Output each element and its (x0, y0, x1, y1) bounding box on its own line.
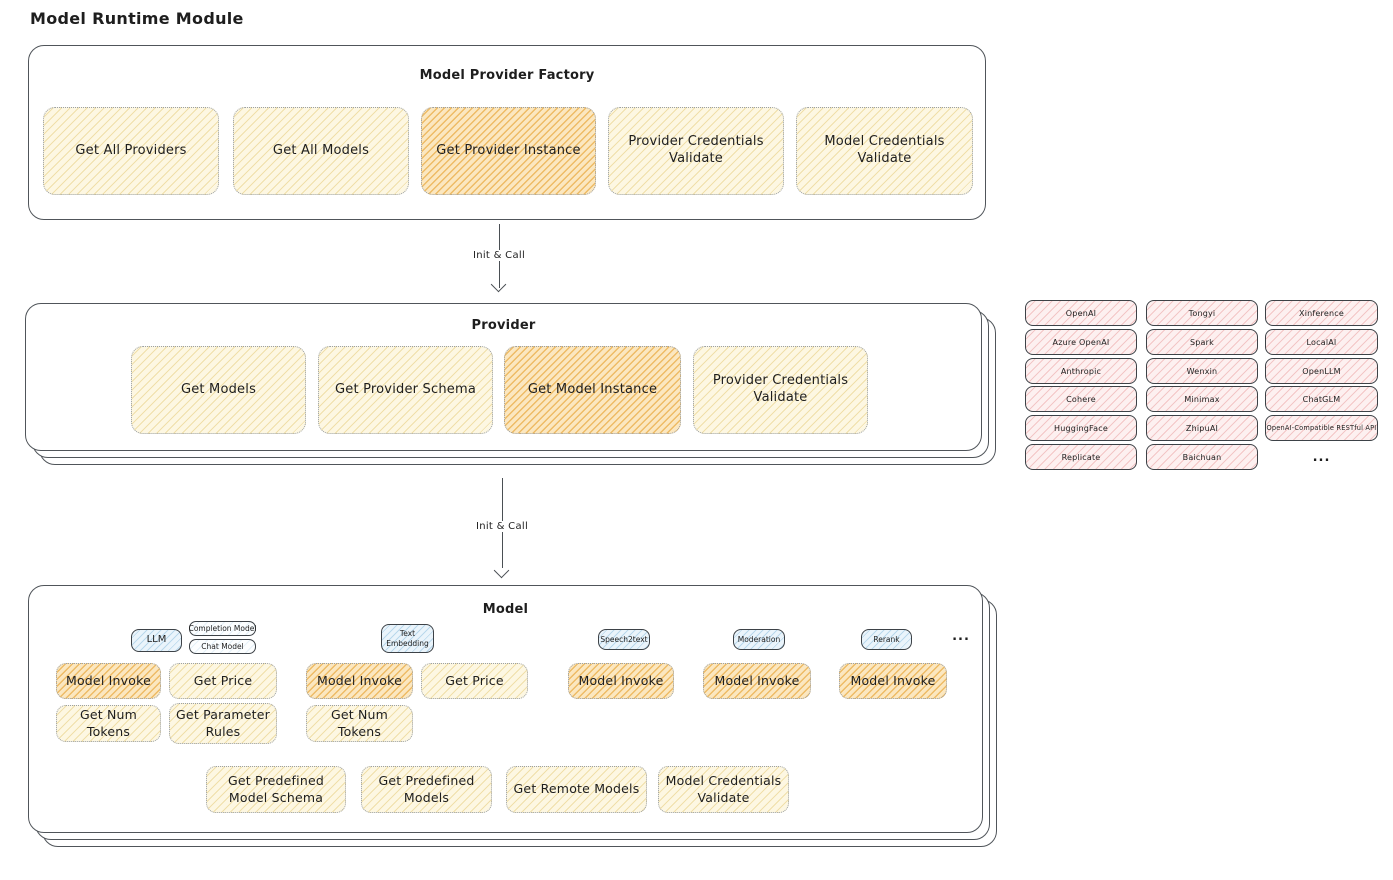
factory-button-get-all-models: Get All Models (233, 107, 409, 195)
provider-button-provider-credentials-validate: Provider Credentials Validate (693, 346, 868, 434)
provider-button-get-provider-schema: Get Provider Schema (318, 346, 493, 434)
provider-chip-xinference: Xinference (1265, 300, 1378, 326)
provider-chip-cohere: Cohere (1025, 386, 1137, 412)
provider-chip-baichuan: Baichuan (1146, 444, 1258, 470)
text-embedding-model-invoke-button: Model Invoke (306, 663, 413, 699)
rerank-model-invoke-button: Model Invoke (839, 663, 947, 699)
moderation-model-invoke-button: Model Invoke (703, 663, 811, 699)
provider-chip-localai: LocalAI (1265, 329, 1378, 355)
provider-title: Provider (471, 318, 536, 333)
llm-get-num-tokens-button: Get Num Tokens (56, 705, 161, 742)
model-tag-speech2text: Speech2text (598, 629, 650, 650)
provider-chip-chatglm: ChatGLM (1265, 386, 1378, 412)
provider-chip-huggingface: HuggingFace (1025, 415, 1137, 441)
provider-chip-tongyi: Tongyi (1146, 300, 1258, 326)
provider-chip-openllm: OpenLLM (1265, 358, 1378, 384)
model-tag-moderation: Moderation (733, 629, 785, 650)
model-get-remote-models-button: Get Remote Models (506, 766, 647, 813)
factory-title: Model Provider Factory (419, 68, 595, 83)
provider-chip-azure-openai: Azure OpenAI (1025, 329, 1137, 355)
page-title: Model Runtime Module (30, 9, 244, 28)
model-tag-text-embedding: Text Embedding (381, 624, 434, 653)
llm-get-parameter-rules-button: Get Parameter Rules (169, 703, 277, 744)
model-model-credentials-validate-button: Model Credentials Validate (658, 766, 789, 813)
provider-box: Provider Get Models Get Provider Schema … (25, 303, 982, 451)
llm-model-invoke-button: Model Invoke (56, 663, 161, 699)
text-embedding-get-price-button: Get Price (421, 663, 528, 699)
provider-button-get-model-instance: Get Model Instance (504, 346, 681, 434)
model-tags-ellipsis: ... (952, 628, 970, 644)
model-get-predefined-models-button: Get Predefined Models (361, 766, 492, 813)
model-subtag-completion-model: Completion Model (189, 621, 256, 636)
speech2text-model-invoke-button: Model Invoke (568, 663, 674, 699)
factory-button-provider-credentials-validate: Provider Credentials Validate (608, 107, 784, 195)
factory-button-get-provider-instance: Get Provider Instance (421, 107, 596, 195)
provider-chip-openai: OpenAI (1025, 300, 1137, 326)
arrow-provider-to-model-label: Init & Call (471, 521, 533, 532)
arrow-provider-to-model-head (493, 562, 510, 579)
model-tag-llm: LLM (131, 629, 182, 652)
factory-box: Model Provider Factory Get All Providers… (28, 45, 986, 220)
provider-chip-zhipuai: ZhipuAI (1146, 415, 1258, 441)
model-tag-rerank: Rerank (861, 629, 912, 650)
providers-panel-ellipsis: ... (1312, 449, 1331, 465)
model-get-predefined-model-schema-button: Get Predefined Model Schema (206, 766, 346, 813)
arrow-factory-to-provider-label: Init & Call (468, 250, 530, 261)
model-subtag-chat-model: Chat Model (189, 639, 256, 654)
provider-chip-spark: Spark (1146, 329, 1258, 355)
provider-button-get-models: Get Models (131, 346, 306, 434)
text-embedding-get-num-tokens-button: Get Num Tokens (306, 705, 413, 742)
factory-button-model-credentials-validate: Model Credentials Validate (796, 107, 973, 195)
model-box: Model LLM Completion Model Chat Model Te… (28, 585, 983, 833)
provider-chip-replicate: Replicate (1025, 444, 1137, 470)
factory-button-get-all-providers: Get All Providers (43, 107, 219, 195)
provider-chip-anthropic: Anthropic (1025, 358, 1137, 384)
model-title: Model (482, 602, 529, 617)
llm-get-price-button: Get Price (169, 663, 277, 699)
provider-chip-openai-compatible-restful-api: OpenAI-Compatible RESTful API (1265, 415, 1378, 441)
provider-chip-minimax: Minimax (1146, 386, 1258, 412)
provider-chip-wenxin: Wenxin (1146, 358, 1258, 384)
arrow-factory-to-provider-head (490, 276, 507, 293)
